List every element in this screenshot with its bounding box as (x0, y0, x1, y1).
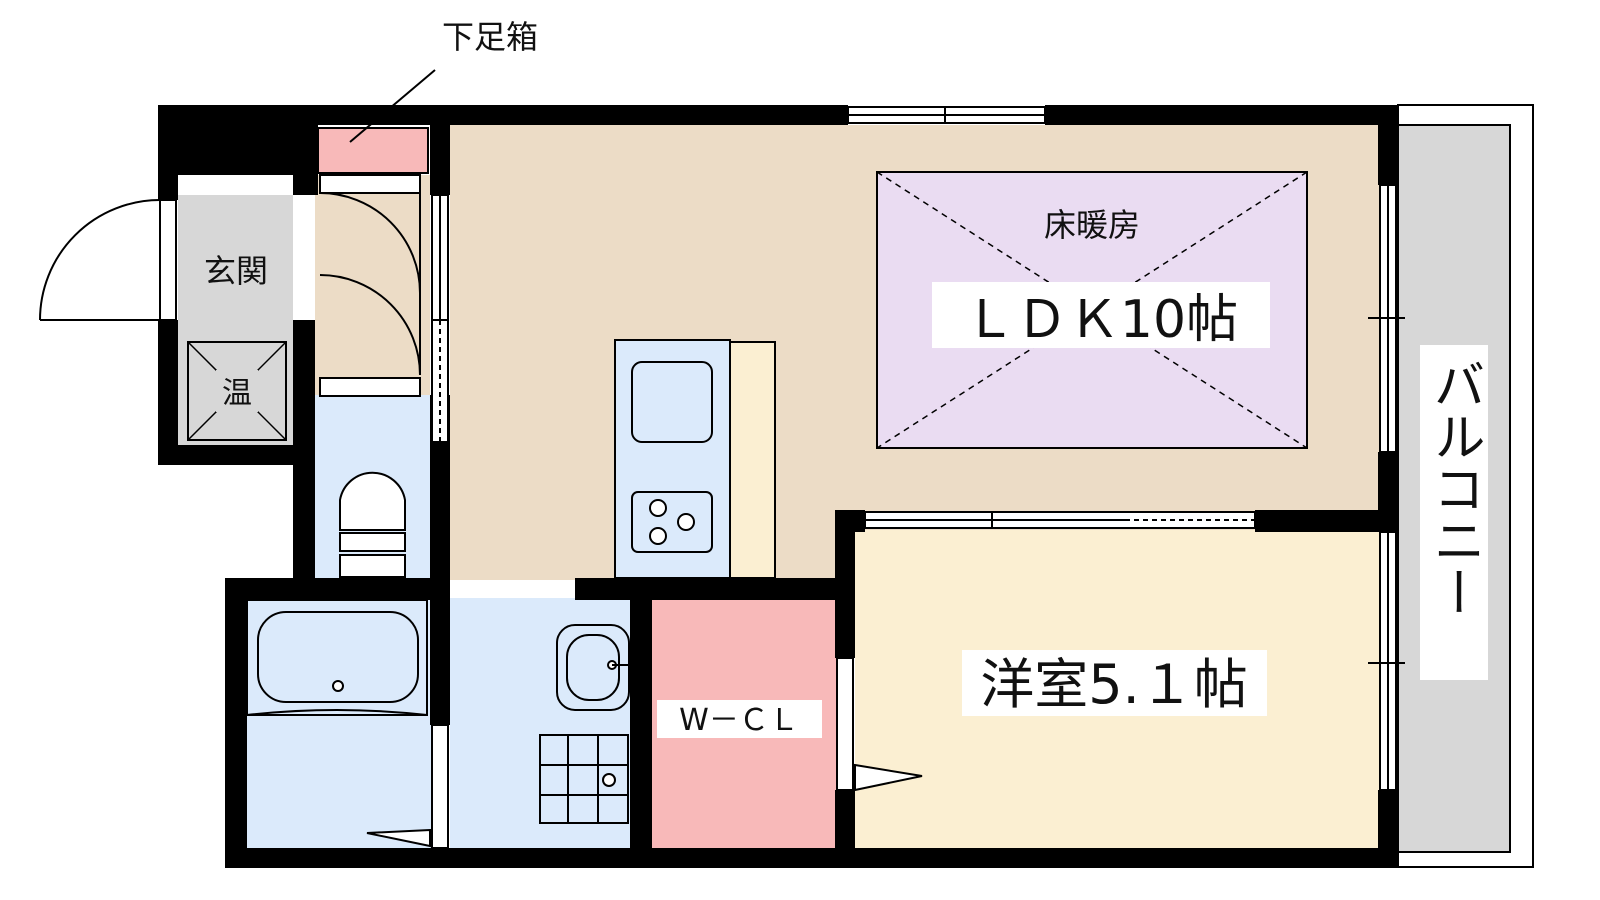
shoe-box-leader (349, 69, 436, 143)
entrance-door (39, 199, 177, 321)
entrance-label: 玄関 (204, 252, 268, 290)
walk-in-closet-label: W－ＣＬ (679, 703, 799, 738)
washbasin (556, 624, 630, 711)
floor-heating-area (876, 171, 1308, 449)
balcony-label: バルコニー (1424, 358, 1484, 618)
walls (158, 105, 1398, 868)
stove-icon (649, 499, 695, 545)
hallway-doors (319, 174, 421, 397)
bathtub (246, 599, 428, 716)
shoe-box (317, 127, 429, 174)
walk-in-closet-label-bg (657, 700, 822, 738)
bathroom-door (366, 724, 449, 849)
western-room-label-bg (962, 650, 1267, 716)
sliding-door-hall (431, 194, 449, 443)
floor-heating-label: 床暖房 (1044, 206, 1140, 244)
western-room-door (836, 657, 923, 792)
water-heater (187, 341, 287, 441)
windows (847, 106, 1405, 791)
water-heater-label: 温 (222, 376, 252, 411)
washing-machine (539, 734, 629, 824)
ldk-label: ＬＤＫ10帖 (964, 290, 1238, 350)
balcony-label-bg (1420, 345, 1488, 680)
shoe-box-label: 下足箱 (442, 18, 538, 56)
hallway-floor (315, 175, 430, 395)
western-room-label: 洋室5.１帖 (980, 653, 1248, 716)
kitchen-counter (614, 339, 776, 579)
western-room-sliding-door (864, 511, 1256, 529)
toilet (339, 471, 406, 578)
